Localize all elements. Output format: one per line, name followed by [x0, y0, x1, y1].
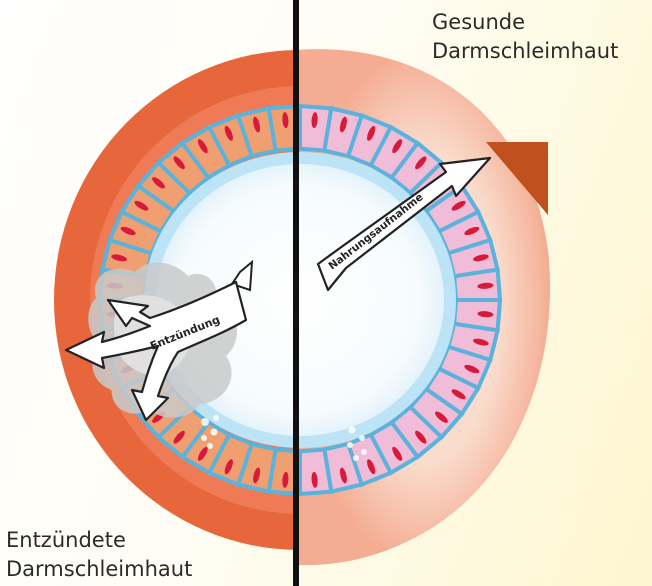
divider-line [293, 0, 299, 586]
healthy-label-line2: Darmschleimhaut [432, 37, 618, 66]
healthy-label-line1: Gesunde [432, 8, 618, 37]
healthy-mucosa-label: Gesunde Darmschleimhaut [432, 8, 618, 66]
inflamed-label-line1: Entzündete [6, 526, 192, 555]
inflamed-label-line2: Darmschleimhaut [6, 555, 192, 584]
inflamed-mucosa-label: Entzündete Darmschleimhaut [6, 526, 192, 584]
